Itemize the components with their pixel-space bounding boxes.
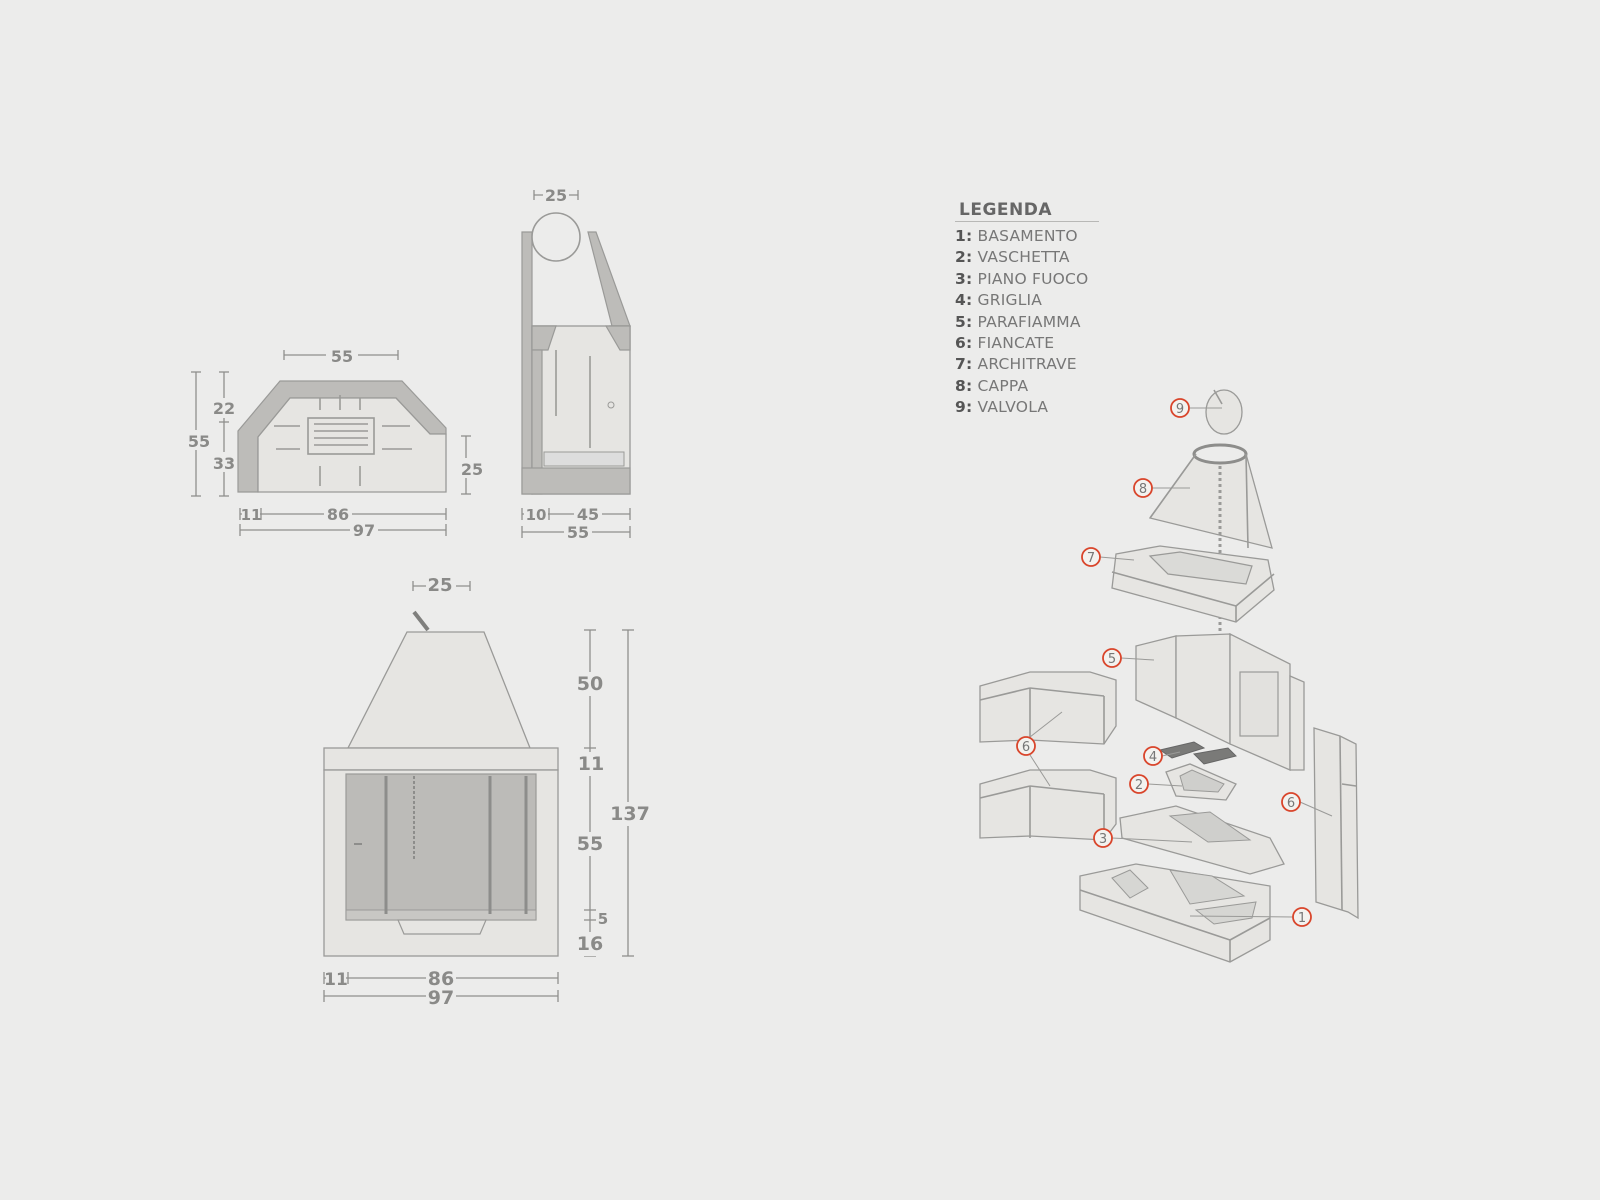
front-side-thickness: 11 bbox=[324, 970, 348, 990]
callout-5: 5 bbox=[1102, 648, 1155, 668]
callout-9: 9 bbox=[1170, 398, 1222, 418]
plan-top-width: 55 bbox=[331, 347, 353, 366]
legend-item: 8: CAPPA bbox=[955, 376, 1029, 395]
plan-total-width: 97 bbox=[353, 521, 375, 540]
callout-1: 1 bbox=[1189, 907, 1312, 927]
front-base-height: 16 bbox=[577, 933, 603, 955]
legend-item: 4: GRIGLIA bbox=[955, 291, 1043, 310]
plan-total-height: 55 bbox=[188, 432, 210, 451]
svg-text:2: 2 bbox=[1135, 778, 1143, 793]
svg-text:3: 3 bbox=[1099, 832, 1107, 847]
front-view: 25 50 11 55 5 16 137 bbox=[323, 575, 650, 1009]
svg-text:9: 9 bbox=[1176, 402, 1184, 417]
legend-item: 9: VALVOLA bbox=[955, 398, 1049, 417]
callout-8: 8 bbox=[1133, 478, 1190, 498]
legend-item: 3: PIANO FUOCO bbox=[955, 269, 1089, 288]
front-total-height: 137 bbox=[610, 803, 650, 825]
side-wall-thickness: 10 bbox=[526, 506, 547, 524]
legend-title: LEGENDA bbox=[955, 200, 1099, 222]
front-opening-height: 55 bbox=[577, 833, 603, 855]
side-total-depth: 55 bbox=[567, 523, 589, 542]
side-inner-depth: 45 bbox=[577, 505, 599, 524]
legend-item: 7: ARCHITRAVE bbox=[955, 355, 1077, 374]
svg-text:6: 6 bbox=[1287, 796, 1295, 811]
front-hood-height: 50 bbox=[577, 673, 603, 695]
svg-text:8: 8 bbox=[1139, 482, 1147, 497]
callout-3: 3 bbox=[1093, 828, 1193, 848]
svg-text:1: 1 bbox=[1298, 911, 1306, 926]
callout-2: 2 bbox=[1129, 774, 1183, 794]
front-tray-height: 5 bbox=[598, 910, 608, 928]
legend-list: 1: BASAMENTO 2: VASCHETTA 3: PIANO FUOCO… bbox=[955, 226, 1165, 419]
callout-6-left: 6 bbox=[1016, 711, 1063, 787]
svg-text:4: 4 bbox=[1149, 750, 1157, 765]
plan-view: 55 55 22 33 25 11 86 97 bbox=[186, 344, 486, 540]
front-inner-width: 86 bbox=[428, 968, 454, 990]
plan-side-thickness: 11 bbox=[241, 506, 262, 524]
svg-text:6: 6 bbox=[1022, 740, 1030, 755]
legend-item: 2: VASCHETTA bbox=[955, 248, 1070, 267]
svg-text:7: 7 bbox=[1087, 551, 1095, 566]
front-total-width: 97 bbox=[428, 987, 454, 1009]
plan-upper-height: 22 bbox=[213, 399, 235, 418]
callout-4: 4 bbox=[1143, 746, 1181, 766]
legend-item: 6: FIANCATE bbox=[955, 334, 1055, 353]
svg-text:5: 5 bbox=[1108, 652, 1116, 667]
callout-7: 7 bbox=[1081, 547, 1135, 567]
legend-item: 1: BASAMENTO bbox=[955, 227, 1078, 245]
plan-lower-height: 33 bbox=[213, 454, 235, 473]
side-top-diameter: 25 bbox=[545, 186, 567, 205]
plan-inner-width: 86 bbox=[327, 505, 349, 524]
legend: LEGENDA 1: BASAMENTO 2: VASCHETTA 3: PIA… bbox=[955, 200, 1165, 419]
front-lintel-height: 11 bbox=[578, 753, 604, 775]
exploded-view: 9 8 7 5 6 4 2 6 bbox=[979, 389, 1359, 963]
front-flue-width: 25 bbox=[427, 575, 452, 596]
legend-item: 5: PARAFIAMMA bbox=[955, 312, 1081, 331]
side-view: 25 10 45 55 bbox=[521, 185, 631, 542]
callout-6-right: 6 bbox=[1281, 792, 1333, 817]
plan-right-height: 25 bbox=[461, 460, 483, 479]
